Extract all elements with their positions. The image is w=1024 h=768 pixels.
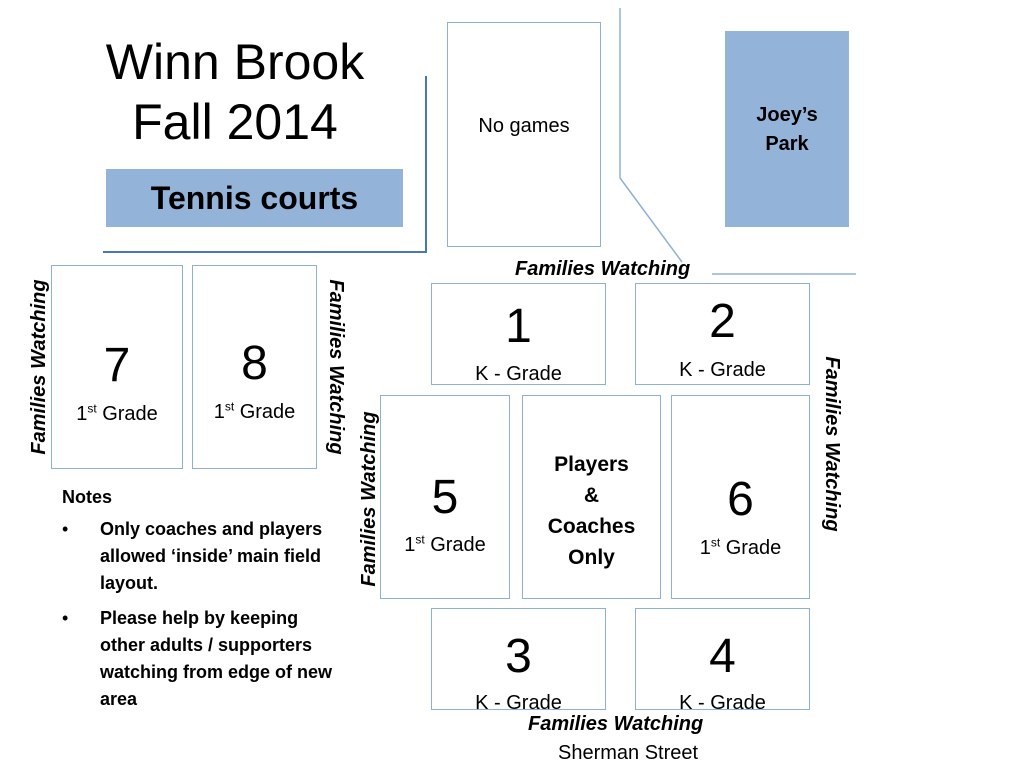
joeys-park-line-1: Joey’s [756, 104, 818, 126]
notes-list: Only coaches and players allowed ‘inside… [62, 516, 337, 713]
street-label: Sherman Street [558, 742, 699, 764]
field-grade: K - Grade [475, 692, 562, 714]
players-coaches-line-1: Players [554, 453, 629, 476]
field-number: 8 [241, 337, 268, 390]
field-2: 2 K - Grade [635, 283, 810, 385]
field-grade: K - Grade [679, 692, 766, 714]
joeys-park-line-2: Park [765, 133, 809, 155]
field-grade: 1st Grade [404, 532, 486, 556]
field-1: 1 K - Grade [431, 283, 606, 385]
joeys-park: Joey’s Park [725, 31, 849, 227]
tennis-boundary-horizontal [103, 251, 427, 253]
field-number: 2 [709, 295, 736, 348]
no-games-area: No games [447, 22, 601, 247]
field-number: 4 [709, 630, 736, 683]
field-grade: K - Grade [679, 359, 766, 381]
field-7: 7 1st Grade [51, 265, 183, 469]
field-grade: K - Grade [475, 363, 562, 385]
notes-heading: Notes [62, 487, 113, 507]
notes-item: Only coaches and players allowed ‘inside… [62, 516, 337, 597]
field-5: 5 1st Grade [380, 395, 510, 599]
tennis-courts-box: Tennis courts [106, 169, 403, 227]
notes-item: Please help by keeping other adults / su… [62, 605, 337, 713]
field-number: 5 [431, 471, 459, 524]
field-8: 8 1st Grade [192, 265, 317, 469]
field-number: 1 [505, 300, 532, 353]
families-watching-left-of-5: Families Watching [358, 411, 380, 587]
players-coaches-line-4: Only [568, 546, 615, 569]
players-coaches-area: Players & Coaches Only [522, 395, 661, 599]
tennis-courts-label: Tennis courts [150, 180, 359, 216]
title-line-2: Fall 2014 [132, 94, 338, 150]
families-watching-bottom: Families Watching [528, 713, 704, 735]
field-number: 6 [727, 473, 754, 526]
field-4: 4 K - Grade [635, 608, 810, 714]
notes-panel: Notes Only coaches and players allowed ‘… [62, 487, 337, 721]
field-6: 6 1st Grade [671, 395, 810, 599]
field-grade: 1st Grade [76, 401, 158, 425]
field-grade: 1st Grade [213, 399, 296, 423]
families-watching-right: Families Watching [821, 356, 843, 532]
no-games-label: No games [478, 115, 570, 137]
title-line-1: Winn Brook [105, 34, 365, 90]
families-watching-top: Families Watching [515, 258, 691, 280]
families-watching-left: Families Watching [28, 279, 50, 455]
field-grade: 1st Grade [699, 535, 782, 559]
tennis-boundary-vertical [425, 76, 427, 252]
players-coaches-line-2: & [583, 484, 600, 507]
page-title: Winn Brook Fall 2014 [60, 32, 410, 152]
families-watching-between-7-8: Families Watching [325, 279, 347, 455]
players-coaches-line-3: Coaches [547, 515, 636, 538]
field-3: 3 K - Grade [431, 608, 606, 714]
field-number: 3 [505, 630, 532, 683]
field-number: 7 [103, 339, 131, 392]
